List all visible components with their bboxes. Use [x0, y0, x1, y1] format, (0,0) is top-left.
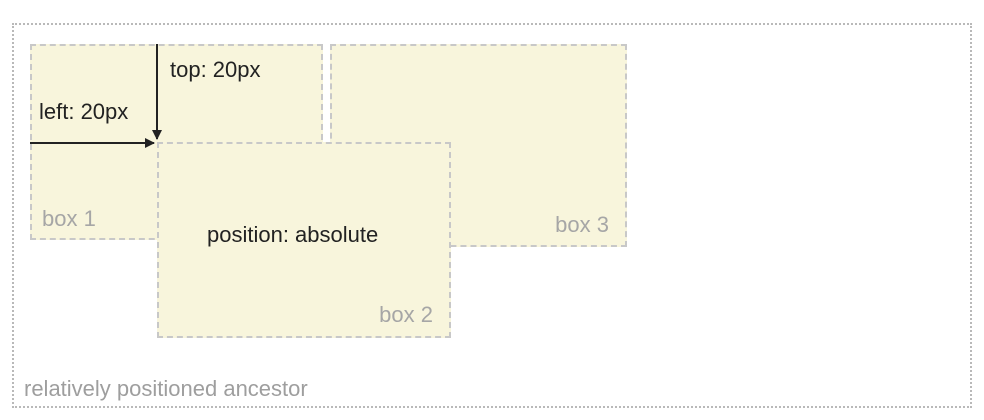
- left-offset-annotation: left: 20px: [39, 99, 129, 124]
- box-2: position: absolute box 2: [157, 142, 451, 338]
- box-1-label: box 1: [42, 206, 96, 231]
- ancestor-label: relatively positioned ancestor: [24, 376, 308, 401]
- relatively-positioned-ancestor: [12, 23, 972, 408]
- top-offset-annotation: top: 20px: [170, 57, 261, 82]
- box-2-label: box 2: [379, 302, 433, 327]
- box-3-label: box 3: [555, 212, 609, 237]
- position-absolute-label: position: absolute: [207, 222, 379, 247]
